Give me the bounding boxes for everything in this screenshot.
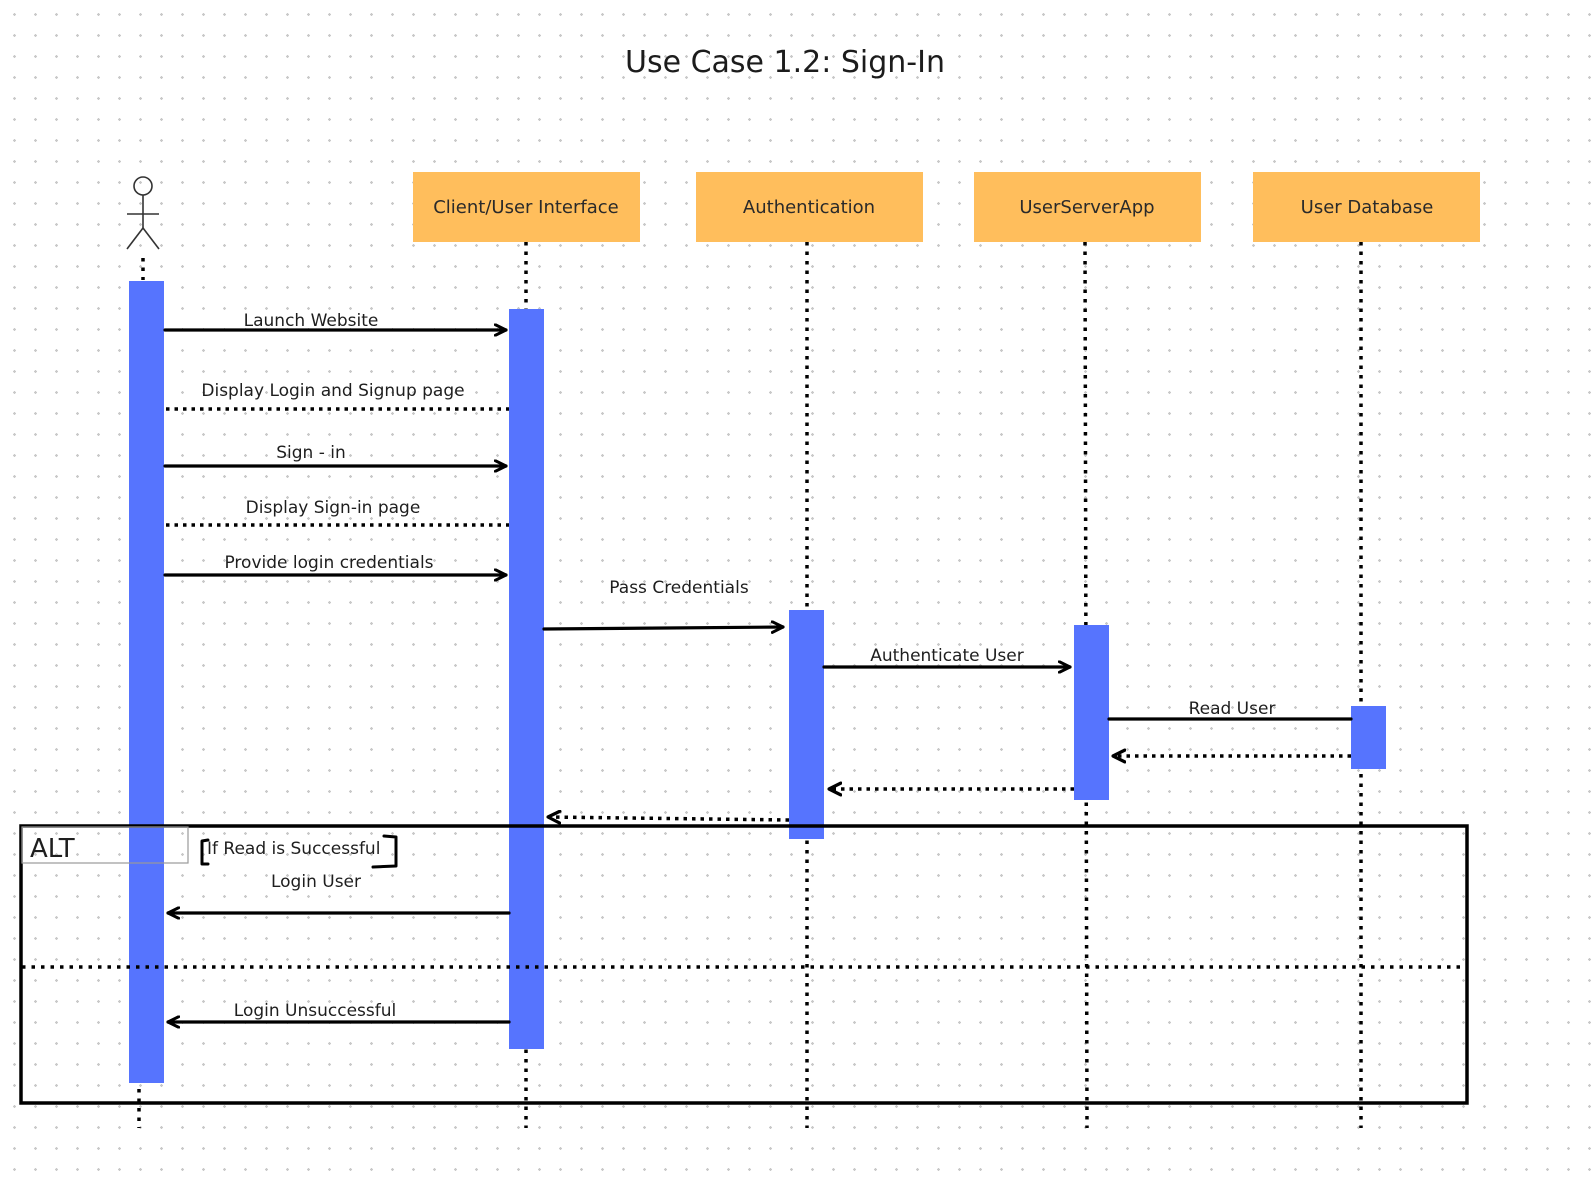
authentication-activation-bar bbox=[789, 610, 824, 839]
participant-headers: Client/User Interface Authentication Use… bbox=[413, 172, 1480, 242]
message-label: Sign - in bbox=[276, 443, 346, 463]
alt-frame: ALT If Read is Successful bbox=[19, 824, 1469, 1105]
message-label: Display Login and Signup page bbox=[201, 381, 464, 401]
activation-bars bbox=[129, 281, 1386, 1083]
alt-label-box bbox=[21, 826, 189, 864]
client-ui-activation-bar bbox=[509, 309, 544, 1049]
participant-userserverapp: UserServerApp bbox=[974, 172, 1201, 242]
stick-figure-icon bbox=[126, 176, 160, 250]
message-label: Login Unsuccessful bbox=[234, 1001, 396, 1021]
participant-box bbox=[974, 172, 1201, 242]
message-labels: Launch Website Display Login and Signup … bbox=[201, 311, 1275, 1021]
message-label: Provide login credentials bbox=[224, 553, 433, 573]
message-label: Authenticate User bbox=[870, 646, 1024, 666]
participant-authentication: Authentication bbox=[696, 172, 923, 242]
message-label: Pass Credentials bbox=[609, 578, 749, 598]
message-label: Login User bbox=[271, 872, 361, 892]
participant-label: Authentication bbox=[743, 197, 875, 218]
actor-activation-bar bbox=[129, 281, 164, 1083]
alt-guard: If Read is Successful bbox=[207, 839, 380, 859]
message-label: Read User bbox=[1189, 699, 1276, 719]
guard-close-bracket bbox=[371, 834, 398, 869]
message-label: Display Sign-in page bbox=[246, 498, 421, 518]
participant-box bbox=[413, 172, 640, 242]
messages bbox=[163, 330, 1353, 1022]
participant-box bbox=[696, 172, 923, 242]
user-database-activation-bar bbox=[1351, 706, 1386, 769]
alt-label: ALT bbox=[30, 834, 75, 864]
participant-client-ui: Client/User Interface bbox=[413, 172, 640, 242]
diagram-title: Use Case 1.2: Sign-In bbox=[625, 45, 945, 80]
lifelines bbox=[137, 241, 1363, 1129]
message-label: Launch Website bbox=[244, 311, 379, 331]
userserverapp-activation-bar bbox=[1074, 625, 1109, 800]
guard-open-bracket bbox=[200, 838, 210, 866]
participant-label: Client/User Interface bbox=[433, 197, 619, 218]
return-arrow bbox=[548, 817, 790, 820]
participant-box bbox=[1253, 172, 1480, 242]
alt-frame-border bbox=[19, 824, 1469, 1105]
participant-label: UserServerApp bbox=[1019, 197, 1154, 218]
participant-user-database: User Database bbox=[1253, 172, 1480, 242]
message-arrow bbox=[542, 627, 785, 629]
participant-label: User Database bbox=[1301, 197, 1434, 218]
